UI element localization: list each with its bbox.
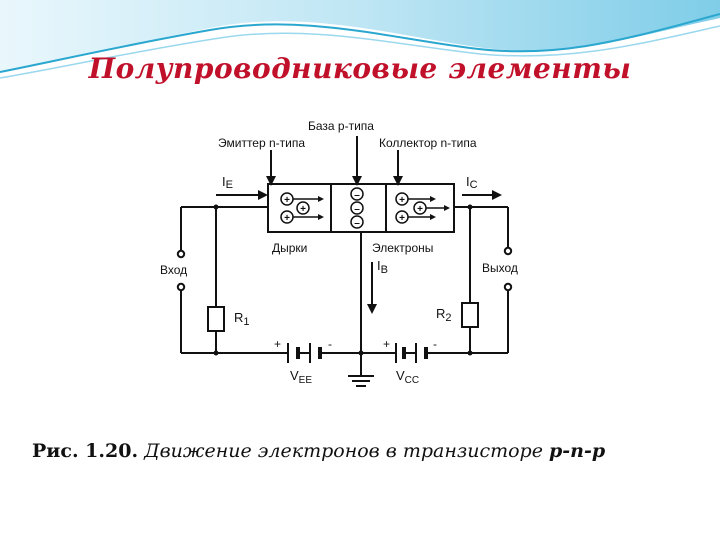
- r2-node-dot: [467, 350, 473, 356]
- vcc-label: VCC: [396, 368, 419, 386]
- vcc-battery: [395, 343, 428, 363]
- collector-carrier-arrowhead-2: [430, 214, 436, 220]
- wave-line-dark: [0, 13, 720, 73]
- r2-label: R2: [436, 306, 452, 324]
- r1-node-dot: [213, 350, 219, 356]
- hole-sign: +: [399, 195, 405, 206]
- input-terminal-top: [176, 249, 186, 259]
- hole-sign: +: [399, 213, 405, 224]
- hole-sign: +: [284, 195, 290, 206]
- base-type-label: База p-типа: [308, 119, 374, 133]
- ground-symbol: [348, 375, 374, 387]
- collector-type-label: Коллектор n-типа: [379, 136, 477, 150]
- hole-sign: +: [284, 213, 290, 224]
- emitter-arrowhead: [266, 176, 276, 186]
- wave-fill: [0, 0, 720, 72]
- vcc-plus-sign: +: [383, 337, 390, 351]
- emitter-carrier-arrowhead-2: [318, 214, 324, 220]
- electron-sign: –: [354, 204, 360, 215]
- wave-line-light: [0, 25, 720, 79]
- emitter-type-label: Эмиттер n-типа: [218, 136, 305, 150]
- ie-label: IE: [222, 174, 233, 191]
- collector-carrier-arrowhead: [430, 196, 436, 202]
- figure-caption: Рис. 1.20. Движение электронов в транзис…: [32, 440, 605, 462]
- vee-label: VEE: [290, 368, 312, 386]
- r1-resistor: [207, 306, 225, 332]
- ic-label: IC: [466, 174, 478, 191]
- hole-sign: +: [417, 204, 423, 215]
- transistor-type: p-n-p: [549, 440, 606, 462]
- vee-plus-sign: +: [274, 337, 281, 351]
- electron-sign: –: [354, 218, 360, 229]
- base-arrowhead: [352, 176, 362, 186]
- collector-carrier-arrowhead-3: [444, 205, 450, 211]
- output-terminal-bottom: [503, 282, 513, 292]
- emitter-carrier-arrowhead: [318, 196, 324, 202]
- collector-node-dot: [467, 204, 473, 210]
- output-label: Выход: [482, 261, 518, 275]
- hole-sign: +: [300, 204, 306, 215]
- base-node-dot: [358, 350, 364, 356]
- wave-header: [0, 0, 720, 79]
- ib-label: IB: [377, 258, 388, 276]
- collector-arrowhead: [393, 176, 403, 186]
- input-terminal-bottom: [176, 282, 186, 292]
- electron-sign: –: [354, 190, 360, 201]
- r2-resistor: [461, 302, 479, 328]
- vcc-minus-sign: -: [433, 337, 437, 351]
- slide-title: Полупроводниковые элементы: [88, 52, 632, 85]
- ib-arrowhead: [367, 304, 377, 314]
- vee-battery: [287, 343, 322, 363]
- r1-label: R1: [234, 310, 250, 328]
- figure-description: Движение электронов в транзисторе: [144, 440, 543, 462]
- output-terminal-top: [503, 246, 513, 256]
- emitter-node-dot: [213, 204, 219, 210]
- input-label: Вход: [160, 263, 187, 277]
- holes-label: Дырки: [272, 241, 307, 255]
- ic-arrowhead: [492, 190, 502, 200]
- vee-minus-sign: -: [328, 337, 332, 351]
- base-electrons: [350, 187, 364, 229]
- figure-number: Рис. 1.20.: [32, 440, 139, 462]
- electrons-label: Электроны: [372, 241, 433, 255]
- ie-arrowhead: [258, 190, 268, 200]
